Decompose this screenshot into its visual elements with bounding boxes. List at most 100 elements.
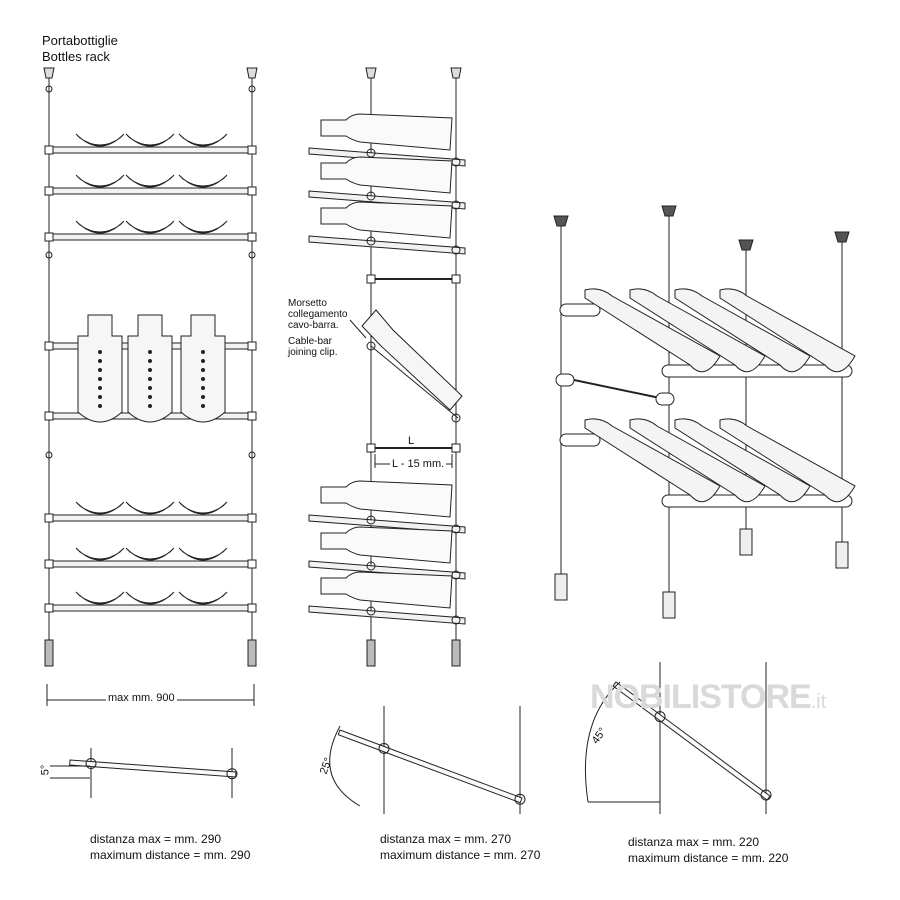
holder-hole xyxy=(201,377,205,381)
ceiling-mount xyxy=(450,67,462,79)
bottle-cradle xyxy=(75,591,125,605)
angle-arc xyxy=(50,765,90,779)
callout-english-line2: joining clip. xyxy=(288,347,338,358)
holder-hole xyxy=(98,368,102,372)
tilted-shelf xyxy=(337,729,523,804)
rack-bar xyxy=(45,514,257,522)
bottle-cradle xyxy=(178,220,228,234)
caption-3-english: maximum distance = mm. 220 xyxy=(628,851,789,865)
floor-weight xyxy=(247,639,257,667)
bottle-silhouette xyxy=(320,113,453,151)
bar-end-cap xyxy=(247,186,257,196)
caption-1-italian: distanza max = mm. 290 xyxy=(90,832,222,846)
bottle-silhouette xyxy=(320,156,453,194)
cross-bar xyxy=(573,379,661,399)
bottle-cradle xyxy=(75,174,125,188)
callout-italian-line1: Morsetto xyxy=(288,298,327,309)
bar-end-cap xyxy=(44,145,54,155)
bottle-cradle xyxy=(719,418,856,503)
cable-clip xyxy=(378,742,390,754)
cable-clip xyxy=(248,85,256,93)
bar-end-cap xyxy=(44,341,54,351)
cable-clip xyxy=(226,768,238,780)
joining-clip xyxy=(366,443,376,453)
bottle-cradle xyxy=(125,174,175,188)
angle-label-5: 5° xyxy=(39,764,52,776)
cable-clip xyxy=(451,200,461,210)
callout-italian-line2: collegamento xyxy=(288,309,348,320)
bottle-cradle xyxy=(178,591,228,605)
tilted-shelf xyxy=(308,514,466,534)
joining-clip xyxy=(451,274,461,284)
holder-hole xyxy=(201,395,205,399)
tilt-angle-diagrams xyxy=(50,662,772,814)
bottle-cradle xyxy=(178,501,228,515)
width-dimension-label: max mm. 900 xyxy=(106,692,177,704)
bottle-cradle xyxy=(178,174,228,188)
cable-clip xyxy=(451,570,461,580)
bar-end-cap xyxy=(247,232,257,242)
bottle-cradle xyxy=(584,418,721,503)
rack-bar xyxy=(45,560,257,568)
holder-hole xyxy=(98,350,102,354)
angle-arc xyxy=(329,725,361,807)
cable-clip xyxy=(366,515,376,525)
ceiling-mount xyxy=(246,67,258,79)
front-view-drawing xyxy=(43,67,258,706)
floor-weight xyxy=(451,639,461,667)
tilted-shelf xyxy=(308,235,466,255)
ceiling-mount xyxy=(661,205,677,217)
cable-clip xyxy=(366,341,376,351)
bottle-silhouette xyxy=(320,571,453,609)
cable-clip xyxy=(366,236,376,246)
cable-clip xyxy=(451,413,461,423)
holder-hole xyxy=(98,395,102,399)
bar-end-cap xyxy=(247,145,257,155)
floor-weight xyxy=(366,639,376,667)
caption-2-english: maximum distance = mm. 270 xyxy=(380,848,541,862)
joining-clip xyxy=(555,373,575,387)
rack-bar xyxy=(45,233,257,241)
bar-end-cap xyxy=(44,559,54,569)
ceiling-mount xyxy=(738,239,754,251)
bar-end-cap xyxy=(247,411,257,421)
rack-bar xyxy=(559,303,601,317)
tilted-shelf xyxy=(69,759,237,778)
cable-clip xyxy=(451,245,461,255)
rack-bar xyxy=(45,187,257,195)
bottle-cradle xyxy=(75,547,125,561)
cable-clip xyxy=(248,251,256,259)
side-view-drawing xyxy=(308,67,466,667)
ceiling-mount xyxy=(834,231,850,243)
bottle-cradle xyxy=(125,591,175,605)
bottle-cradle xyxy=(629,288,766,373)
cable-clip xyxy=(45,85,53,93)
holder-hole xyxy=(201,368,205,372)
holder-hole xyxy=(98,359,102,363)
cable-clip xyxy=(366,191,376,201)
bar-end-cap xyxy=(247,513,257,523)
holder-hole xyxy=(201,404,205,408)
floor-weight xyxy=(739,528,753,556)
holder-hole xyxy=(98,377,102,381)
cable-clip xyxy=(366,606,376,616)
bottle-cradle xyxy=(75,133,125,147)
bottle-cradle xyxy=(719,288,856,373)
joining-clip xyxy=(655,392,675,406)
holder-hole xyxy=(148,359,152,363)
callout-italian-line3: cavo-barra. xyxy=(288,320,339,331)
floor-weight xyxy=(554,573,568,601)
bar-length-label: L xyxy=(406,435,417,447)
caption-1-english: maximum distance = mm. 290 xyxy=(90,848,251,862)
title-italian: Portabottiglie xyxy=(42,33,118,48)
bottle-cradle xyxy=(178,133,228,147)
bar-end-cap xyxy=(44,411,54,421)
holder-hole xyxy=(148,377,152,381)
bar-end-cap xyxy=(247,559,257,569)
rack-bar xyxy=(45,604,257,612)
bottle-cradle xyxy=(75,220,125,234)
holder-hole xyxy=(201,350,205,354)
bar-end-cap xyxy=(247,341,257,351)
cable-clip xyxy=(514,793,526,805)
